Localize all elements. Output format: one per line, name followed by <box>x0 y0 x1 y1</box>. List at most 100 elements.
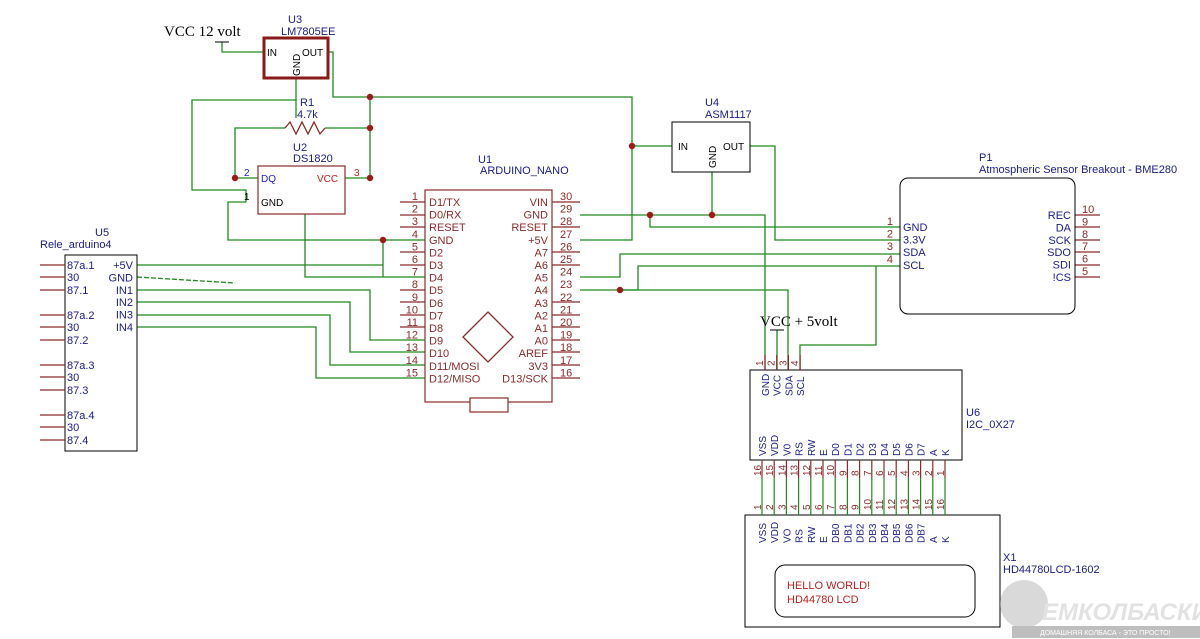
wire-in2 <box>137 301 425 353</box>
u1-mcu-chip <box>462 311 514 363</box>
u1-pin-number: 3 <box>412 216 418 228</box>
watermark: ЕМКОЛБАСКИ ДОМАШНЯЯ КОЛБАСА - ЭТО ПРОСТО… <box>1000 580 1200 638</box>
u1-pin-number: 1 <box>412 191 418 203</box>
wire-in4 <box>137 326 425 379</box>
x1-pin-number: 12 <box>887 498 898 510</box>
x1-lcd[interactable]: HELLO WORLD! HD44780 LCD X1 HD44780LCD-1… <box>744 478 1100 628</box>
vcc12-symbol: VCC 12 volt <box>164 24 242 43</box>
u1-pin-number: 2 <box>412 204 418 216</box>
x1-pin-number: 1 <box>753 504 764 510</box>
p1-ref: P1 <box>979 152 992 164</box>
watermark-tagline-bar <box>1012 626 1200 638</box>
x1-value: HD44780LCD-1602 <box>1003 564 1100 576</box>
x1-pin-number: 16 <box>936 498 947 510</box>
u6-pin-name: D6 <box>904 443 915 456</box>
u6-pin-number: 1 <box>936 470 947 476</box>
p1-pin-name: SCK <box>1048 235 1071 247</box>
u6-pin-number: 12 <box>802 464 813 476</box>
u1-pin-number: 28 <box>560 216 572 228</box>
u1-pin-number: 29 <box>560 204 572 216</box>
p1-bme280[interactable]: P1 Atmospheric Sensor Breakout - BME280 … <box>887 152 1177 315</box>
r1-resistor[interactable]: R1 4.7k <box>284 97 326 136</box>
p1-pin-number: 9 <box>1082 216 1088 228</box>
x1-pin-name: DB5 <box>892 523 903 543</box>
pin-stubs <box>400 201 1100 379</box>
u6-pin-name: VSS <box>758 436 769 456</box>
vcc12-label: VCC 12 volt <box>164 24 242 40</box>
u1-pin-name: D13/SCK <box>502 373 549 385</box>
r1-ref: R1 <box>300 97 314 109</box>
u6-pin-name: V0 <box>782 443 793 456</box>
x1-pin-name: DB0 <box>831 523 842 543</box>
x1-pins: 1VSS2VDD3VO4RS5RW6E7DB08DB19DB210DB311DB… <box>753 478 952 543</box>
p1-pin-name: REC <box>1048 210 1071 222</box>
u1-pin-number: 16 <box>560 367 572 379</box>
u1-pin-number: 11 <box>407 317 418 329</box>
p1-pin-number: 2 <box>887 229 893 241</box>
u1-pin-number: 10 <box>406 304 418 316</box>
u6-pin-number: 16 <box>753 464 764 476</box>
u5-pin-name: 30 <box>67 272 79 284</box>
u1-pin-name: A4 <box>535 285 548 297</box>
u2-sensor[interactable]: U2 DS1820 DQ VCC GND 2 1 3 <box>244 142 360 215</box>
u6-ref: U6 <box>966 407 980 419</box>
u1-pin-name: D5 <box>429 285 443 297</box>
u1-pin-name: D8 <box>429 323 443 335</box>
u6-bottom-pins: VSS16VDD15V014RS13RW12E11D010D19D28D37D4… <box>753 435 952 478</box>
u5-pin-name: 87a.4 <box>67 410 95 422</box>
u4-regulator[interactable]: U4 ASM1117 IN OUT GND <box>671 97 752 173</box>
wire-r1-right <box>325 97 371 129</box>
u1-pin-number: 23 <box>560 279 572 291</box>
x1-pin-name: DB3 <box>868 523 879 543</box>
x1-pin-name: A <box>929 536 940 543</box>
wire-a4-u6 <box>620 289 789 370</box>
wire-u2-gnd <box>227 201 425 241</box>
u1-pin-name: RESET <box>429 222 466 234</box>
u2-pin1: 1 <box>244 192 250 203</box>
x1-pin-name: DB2 <box>856 523 867 543</box>
lcd-screen <box>774 564 976 618</box>
u5-pin-name: 87a.1 <box>67 260 95 272</box>
x1-pin-number: 15 <box>924 498 935 510</box>
u6-pin-name: VDD <box>770 435 781 456</box>
lcd-line2: HD44780 LCD <box>787 594 859 606</box>
u6-pin-number: 7 <box>863 470 874 476</box>
u6-pin-name: RW <box>807 439 818 456</box>
x1-pin-name: E <box>819 536 830 543</box>
u6-pin-number: 11 <box>814 465 825 476</box>
u5-pin-name: IN3 <box>116 310 133 322</box>
u1-pin-name: AREF <box>519 348 549 360</box>
x1-pin-number: 13 <box>899 498 910 510</box>
vcc5-label: VCC + 5volt <box>760 314 838 330</box>
wire-gnd-p1 <box>580 214 900 228</box>
x1-pin-number: 7 <box>826 504 837 510</box>
u2-value: DS1820 <box>293 153 333 165</box>
p1-pin-number: 1 <box>887 216 893 228</box>
u6-pin-name: VCC <box>773 375 784 396</box>
u6-pin-number: 1 <box>755 360 766 366</box>
wires <box>137 42 900 379</box>
junctions <box>231 93 716 294</box>
u6-pin-number: 2 <box>767 360 778 366</box>
wire-in1 <box>137 289 425 341</box>
wire-a5-sda <box>580 253 900 278</box>
x1-pin-number: 2 <box>765 504 776 510</box>
wire-u3-gnd <box>191 78 297 202</box>
p1-pin-name: GND <box>903 222 928 234</box>
watermark-brand: ЕМКОЛБАСКИ <box>1042 599 1200 626</box>
x1-pin-name: RW <box>807 526 818 543</box>
u2-vcc-label: VCC <box>317 174 338 185</box>
u1-pin-number: 25 <box>560 254 572 266</box>
p1-pin-number: 6 <box>1082 254 1088 266</box>
u1-pin-number: 24 <box>560 267 572 279</box>
x1-pin-name: K <box>941 536 952 543</box>
u1-pin-name: +5V <box>528 235 549 247</box>
u3-regulator[interactable]: U3 LM7805EE IN OUT GND <box>262 14 335 80</box>
u1-pin-name: VIN <box>530 197 548 209</box>
u1-pin-name: D12/MISO <box>429 373 481 385</box>
r1-value: 4.7k <box>297 109 318 121</box>
